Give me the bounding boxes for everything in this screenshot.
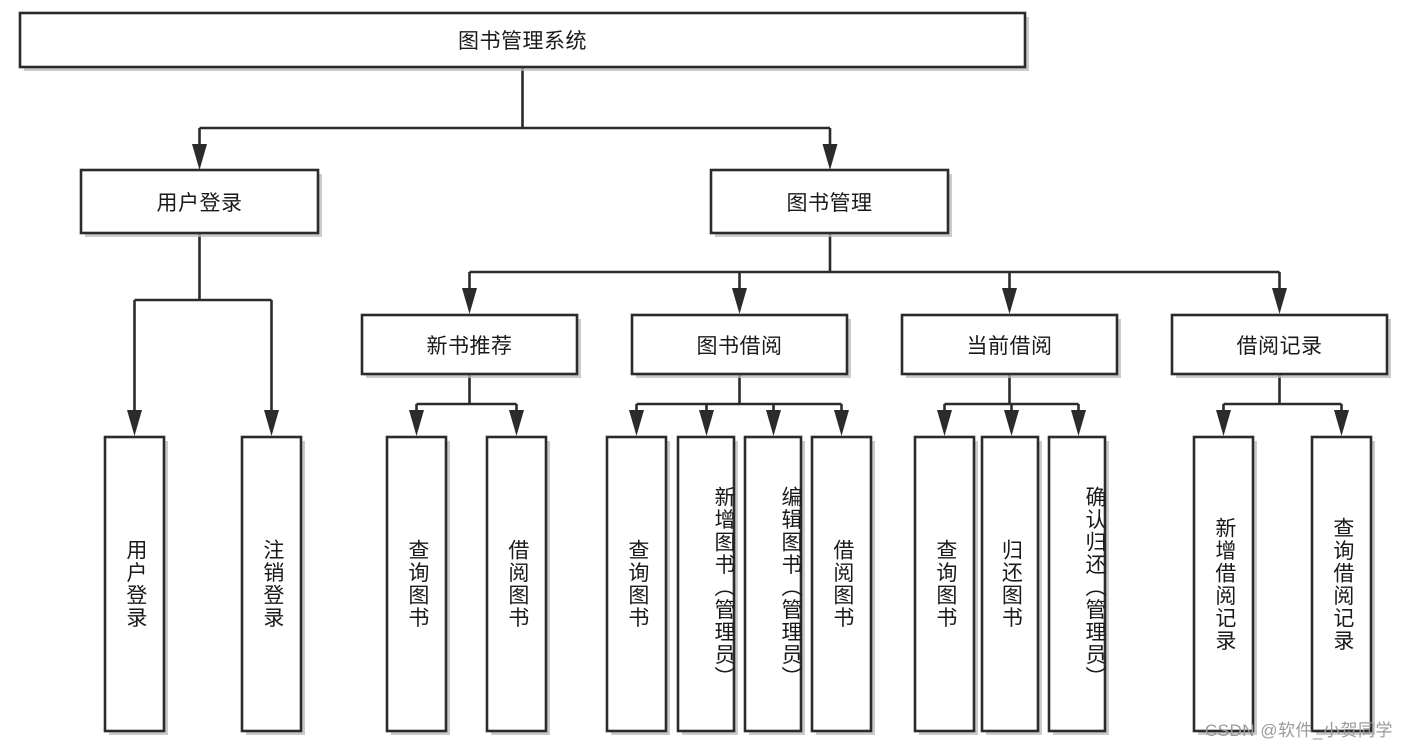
arrow-bookmgmt-to-newbook	[462, 288, 477, 314]
node-leaf-logout-label: 注销登录	[260, 539, 284, 629]
arrow-userlogin-to-leaf2	[264, 410, 279, 436]
arrow-record-to-leaf1	[1216, 410, 1231, 436]
connector-group-newbook	[409, 374, 524, 436]
arrow-borrow-to-leaf2	[699, 410, 714, 436]
node-leaf-query-borrow-record[interactable]	[1310, 435, 1375, 735]
node-book-borrow[interactable]	[630, 313, 851, 378]
node-leaf-query-book-1[interactable]	[385, 435, 450, 735]
node-leaf-add-book-admin[interactable]	[676, 435, 738, 735]
arrow-current-to-leaf3	[1071, 410, 1086, 436]
node-user-login-label: 用户登录	[156, 191, 243, 215]
arrow-newbook-to-leaf2	[509, 410, 524, 436]
arrow-root-to-user-login	[192, 144, 207, 170]
node-leaf-add-book-admin-label: 新增图书（管理员）	[712, 485, 735, 689]
node-leaf-logout[interactable]	[240, 435, 305, 735]
node-root-label: 图书管理系统	[458, 30, 587, 53]
arrow-borrow-to-leaf4	[834, 410, 849, 436]
node-leaf-borrow-book-1[interactable]	[485, 435, 550, 735]
node-leaf-borrow-book-2[interactable]	[810, 435, 875, 735]
node-leaf-return-book[interactable]	[980, 435, 1042, 735]
node-borrow-record[interactable]	[1170, 313, 1391, 378]
node-leaf-user-login[interactable]	[103, 435, 168, 735]
connector-group-book-mgmt	[462, 233, 1287, 314]
node-leaf-edit-book-admin-label: 编辑图书（管理员）	[779, 485, 802, 689]
arrow-bookmgmt-to-current	[1002, 288, 1017, 314]
node-user-login[interactable]	[79, 168, 322, 237]
connector-group-current	[937, 374, 1086, 436]
node-book-management-label: 图书管理	[786, 191, 873, 215]
node-new-book-recommend-label: 新书推荐	[426, 334, 513, 358]
node-leaf-borrow-book-2-label: 借阅图书	[830, 539, 854, 629]
node-leaf-confirm-return-admin[interactable]	[1047, 435, 1109, 735]
node-book-management[interactable]	[709, 168, 952, 237]
node-leaf-edit-book-admin[interactable]	[743, 435, 805, 735]
node-leaf-add-borrow-record-label: 新增借阅记录	[1212, 516, 1236, 652]
node-leaf-user-login-label: 用户登录	[123, 539, 147, 629]
connector-group-borrow	[629, 374, 849, 436]
node-leaf-query-book-2[interactable]	[605, 435, 670, 735]
node-current-borrow[interactable]	[900, 313, 1121, 378]
node-leaf-query-book-3-label: 查询图书	[933, 539, 957, 629]
arrow-root-to-book-mgmt	[822, 144, 838, 170]
node-leaf-borrow-book-1-label: 借阅图书	[505, 539, 529, 629]
arrow-current-to-leaf2	[1004, 410, 1019, 436]
node-leaf-query-book-1-label: 查询图书	[405, 539, 429, 629]
node-leaf-add-borrow-record[interactable]	[1192, 435, 1257, 735]
node-current-borrow-label: 当前借阅	[966, 334, 1053, 358]
node-leaf-query-book-2-label: 查询图书	[625, 539, 649, 629]
arrow-bookmgmt-to-record	[1272, 288, 1287, 314]
node-leaf-query-book-3[interactable]	[913, 435, 978, 735]
arrow-record-to-leaf2	[1334, 410, 1349, 436]
arrow-newbook-to-leaf1	[409, 410, 424, 436]
node-book-borrow-label: 图书借阅	[696, 334, 783, 358]
connector-group-record	[1216, 374, 1349, 436]
connector-group-user-login	[127, 233, 279, 436]
node-leaf-return-book-label: 归还图书	[999, 539, 1023, 629]
arrow-borrow-to-leaf3	[766, 410, 781, 436]
node-borrow-record-label: 借阅记录	[1236, 334, 1323, 358]
csdn-watermark: CSDN @软件_小贺同学	[1204, 721, 1393, 740]
arrow-current-to-leaf1	[937, 410, 952, 436]
leaf-boxes	[103, 435, 1375, 735]
arrow-userlogin-to-leaf1	[127, 410, 142, 436]
node-leaf-confirm-return-admin-label: 确认归还（管理员）	[1083, 485, 1106, 689]
arrow-borrow-to-leaf1	[629, 410, 644, 436]
connector-group-root	[192, 67, 838, 170]
node-leaf-query-borrow-record-label: 查询借阅记录	[1330, 516, 1354, 652]
node-root[interactable]	[18, 11, 1029, 71]
node-new-book-recommend[interactable]	[360, 313, 581, 378]
arrow-bookmgmt-to-borrow	[732, 288, 747, 314]
